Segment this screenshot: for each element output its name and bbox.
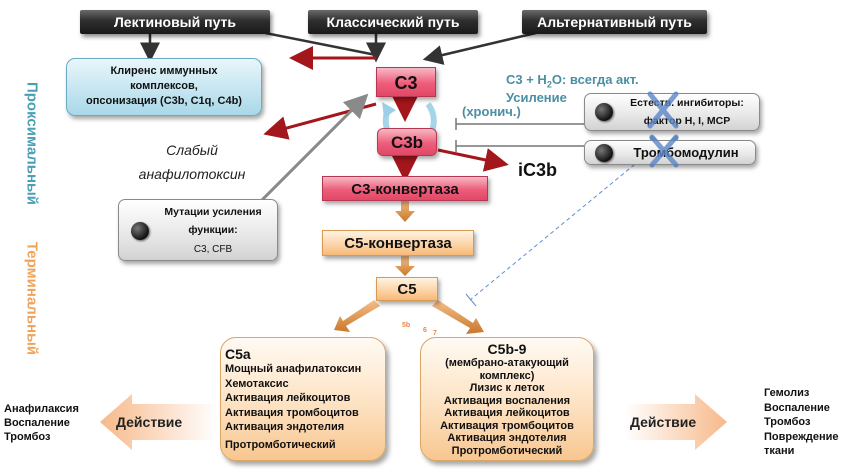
weak-line1: Слабый: [166, 142, 218, 158]
left-action-label: Действие: [116, 414, 183, 430]
thrombomodulin-label: Тромбомодулин: [633, 145, 739, 160]
right-outcomes: Гемолиз Воспаление Тромбоз Повреждение т…: [764, 386, 839, 459]
left-outcome: Тромбоз: [4, 431, 51, 443]
small-label-7: 7: [433, 330, 437, 337]
proximal-label: Проксимальный: [23, 81, 41, 206]
c5b9-item: Активация лейкоцитов: [444, 407, 570, 419]
c5a-item: Активация тромбоцитов: [225, 406, 359, 419]
c5-to-c5b9-arrow: [432, 300, 484, 334]
ic3b-label: iC3b: [518, 160, 558, 180]
mutations-box: Мутации усиления функции: C3, CFB: [118, 199, 278, 261]
mutations-bullet-icon: [131, 222, 149, 240]
left-outcomes: Анафилаксия Воспаление Тромбоз: [4, 402, 79, 444]
thrombomodulin-box: Тромбомодулин: [584, 140, 756, 165]
hydrolysis-sub: 2: [546, 79, 552, 90]
inhibitor-dashed-bar: [465, 293, 477, 307]
mutation-arrow: [248, 93, 369, 214]
small-label-5b: 5b: [402, 322, 411, 329]
inhibitors-bullet-icon: [595, 103, 613, 121]
proximal-label-wrap: Проксимальный: [22, 65, 41, 225]
c5a-item: Хемотаксис: [225, 377, 289, 390]
thrombomodulin-bullet-icon: [595, 144, 613, 162]
c5b9-item: Активация тромбоцитов: [440, 419, 574, 432]
amplification-text: Усиление: [506, 90, 567, 105]
c5b9-subtitle: (мембрано-атакующий: [445, 357, 569, 369]
c5b9-item: Протромботический: [451, 444, 563, 457]
clearance-line3: опсонизация (C3b, C1q, C4b): [86, 95, 242, 107]
amplification-loop-head: [382, 102, 396, 118]
c3b-node: C3b: [377, 128, 437, 156]
c3-convertase-node: C3-конвертаза: [322, 176, 488, 201]
c5a-item: Активация эндотелия: [225, 421, 345, 433]
c5b9-subtitle2: комплекс): [479, 369, 535, 382]
inhibitors-box: Естеств. ингибиторы: фактор H, I, MCP: [584, 93, 760, 131]
c3b-to-ic3b-arrow: [437, 148, 509, 172]
inhibitor-dashed-line: [469, 159, 641, 301]
lectin-pathway-box: Лектиновый путь: [80, 10, 270, 34]
right-outcome: ткани: [764, 445, 795, 457]
c3-node: C3: [376, 67, 436, 97]
mutations-line2: функции:: [188, 224, 238, 236]
c5b9-item: Активация эндотелия: [447, 432, 567, 444]
terminal-label: Терминальный: [23, 241, 41, 356]
mutations-line1: Мутации усиления: [164, 206, 262, 218]
alternative-arrow: [422, 30, 541, 65]
c5a-item: Мощный анафилатоксин: [225, 363, 362, 375]
c5a-item: Активация лейкоцитов: [225, 392, 351, 404]
right-action-label: Действие: [630, 414, 697, 430]
hydrolysis-eq-part1: C3 + H: [506, 72, 547, 87]
weak-line2: анафилотоксин: [138, 166, 246, 182]
c5a-item: Протромботический: [225, 438, 336, 451]
right-outcome: Тромбоз: [764, 416, 811, 428]
left-outcome: Анафилаксия: [4, 403, 79, 415]
hydrolysis-equation: C3 + H2O: всегда акт.: [506, 72, 639, 90]
right-action-arrow: [625, 394, 727, 450]
clearance-line1: Клиренс иммунных: [110, 65, 218, 77]
c5a-title: C5a: [225, 346, 251, 362]
c5b9-item: Лизис к леток: [469, 382, 545, 394]
c5-convertase-node: C5-конвертаза: [322, 230, 474, 256]
c5b9-item: Активация воспаления: [443, 394, 571, 407]
clearance-line2: комплексов,: [130, 80, 198, 92]
hydrolysis-eq-part2: O: всегда акт.: [551, 72, 639, 87]
c5-node: C5: [376, 277, 438, 301]
weak-anaphylatoxin-text: Слабый анафилотоксин: [132, 138, 252, 186]
c3-to-weak-arrow: [263, 102, 377, 140]
left-action-arrow: [100, 394, 218, 450]
alternative-pathway-box: Альтернативный путь: [522, 10, 707, 34]
right-outcome: Гемолиз: [764, 387, 810, 399]
inhibitors-line1: Естеств. ингибиторы:: [630, 97, 744, 109]
clearance-box: Клиренс иммунных комплексов, опсонизация…: [66, 58, 262, 116]
inhibitors-line2: фактор H, I, MCP: [643, 115, 731, 127]
c5-to-c5a-arrow: [334, 300, 380, 332]
c5a-box: C5a Мощный анафилатоксин Хемотаксис Акти…: [220, 337, 386, 461]
classical-pathway-box: Классический путь: [308, 10, 478, 34]
right-outcome: Повреждение: [764, 430, 839, 443]
terminal-label-wrap: Терминальный: [22, 235, 41, 365]
c5b9-title: C5b-9: [487, 341, 527, 357]
mutations-line3: C3, CFB: [193, 244, 233, 255]
c5b9-box: C5b-9 (мембрано-атакующий комплекс) Лизи…: [420, 337, 594, 461]
left-outcome: Воспаление: [4, 417, 70, 429]
small-label-6: 6: [423, 327, 427, 334]
convertase-down-arrow: [395, 199, 415, 222]
right-outcome: Воспаление: [764, 401, 830, 414]
chronic-text: (хронич.): [462, 104, 521, 119]
c5conv-down-arrow: [395, 256, 415, 276]
